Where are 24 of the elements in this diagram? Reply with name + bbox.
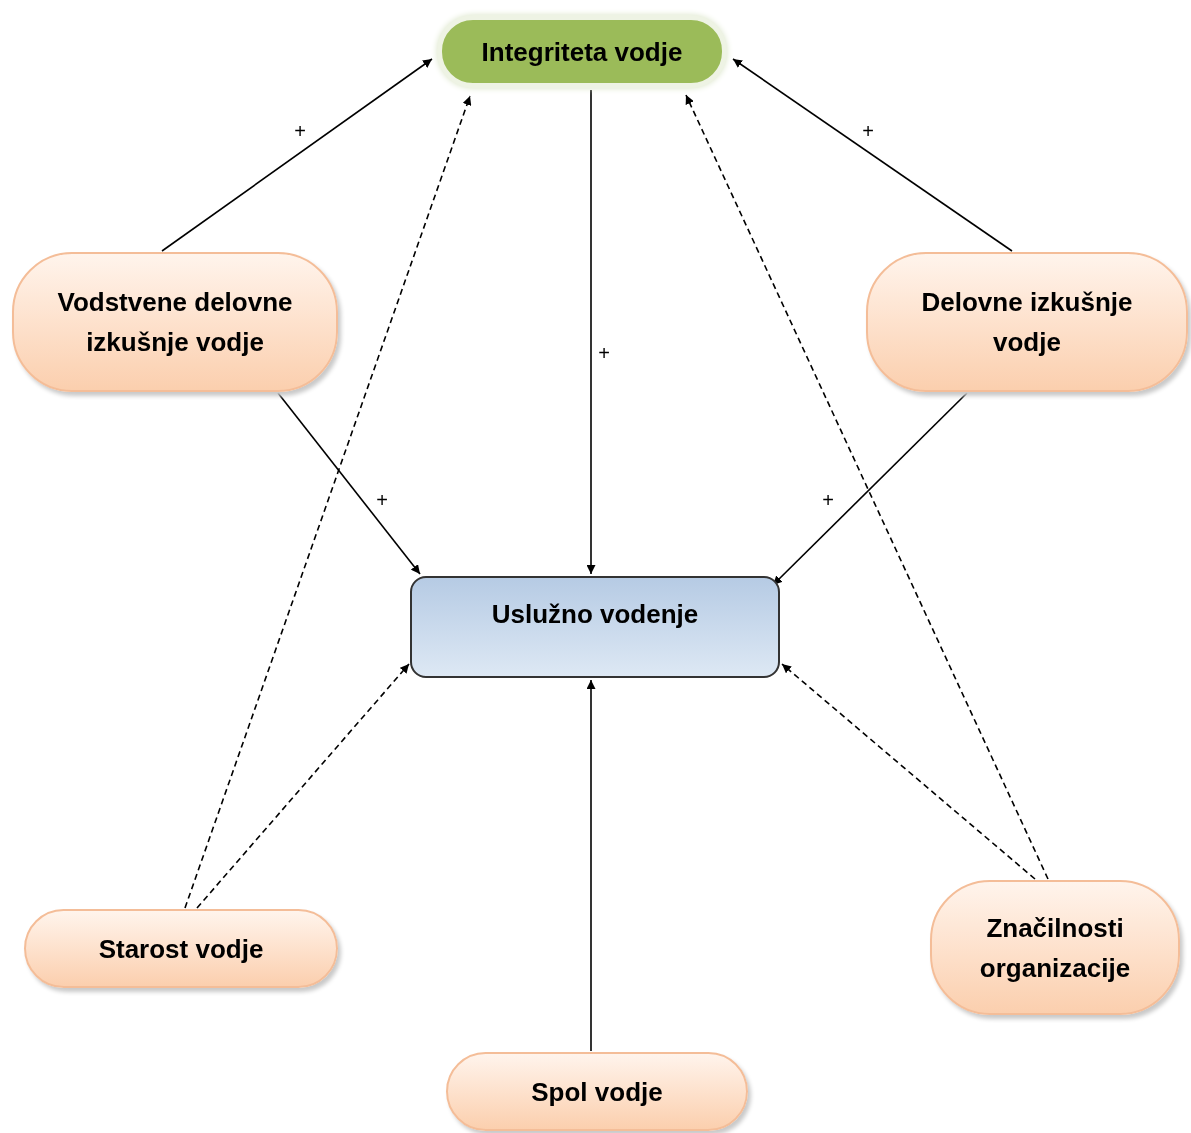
rounded-pill [930, 880, 1180, 1015]
arrow [277, 392, 421, 575]
dashed-arrow [685, 94, 1049, 880]
arrow [732, 58, 1013, 252]
arrow [586, 679, 596, 1052]
node-label: Značilnosti organizacije [978, 911, 1132, 985]
dashed-arrow [781, 663, 1036, 880]
rounded-pill [437, 15, 727, 88]
node-label: Integriteta vodje [481, 35, 683, 69]
arrow [772, 392, 968, 586]
node-label: Uslužno vodenje [491, 598, 699, 631]
node-label: Starost vodje [98, 932, 264, 966]
arrow [161, 58, 433, 252]
process-box [410, 576, 780, 678]
dashed-arrow [184, 95, 472, 909]
node-label: Spol vodje [531, 1075, 663, 1109]
node-label: Vodstvene delovne izkušnje vodje [56, 286, 294, 359]
rounded-pill [446, 1052, 748, 1131]
rounded-pill [24, 909, 338, 988]
rounded-pill [866, 252, 1188, 392]
arrow [586, 89, 596, 575]
node-label: Delovne izkušnje vodje [920, 286, 1134, 359]
rounded-pill [12, 252, 338, 392]
dashed-arrow [196, 663, 410, 909]
